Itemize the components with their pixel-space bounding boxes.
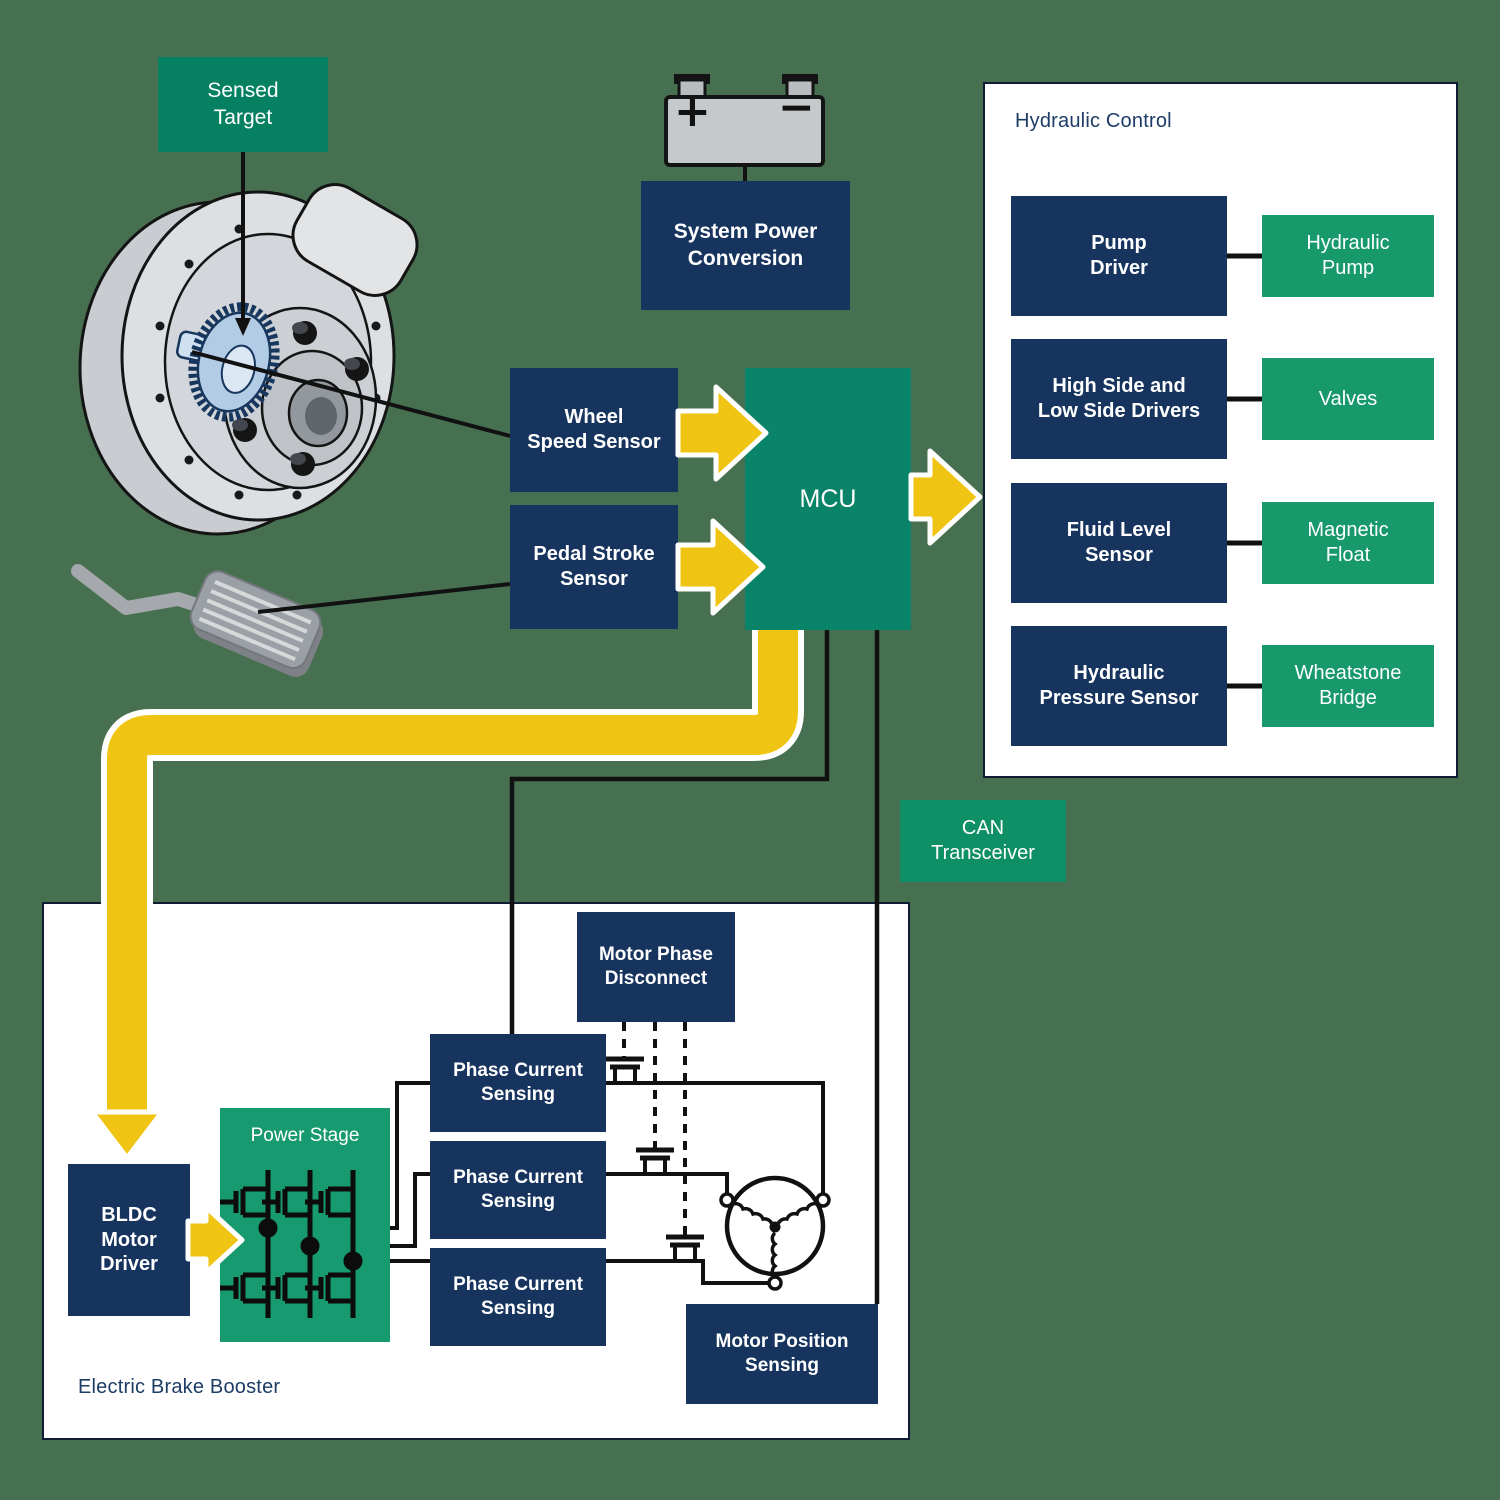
block-phase-current-sensing-3[interactable]: Phase Current Sensing (430, 1248, 606, 1346)
brake-disc-illustration (78, 183, 419, 536)
tone-ring-gear (188, 302, 280, 422)
battery-plus-sign: + (674, 86, 711, 137)
power-stage-label: Power Stage (250, 1125, 360, 1146)
brake-pedal-illustration (71, 564, 324, 677)
block-motor-position-sensing[interactable]: Motor Position Sensing (686, 1304, 878, 1404)
block-power-stage[interactable]: Power Stage (220, 1108, 390, 1342)
sensor-bracket (175, 330, 237, 368)
block-bldc-motor-driver[interactable]: BLDC Motor Driver (68, 1164, 190, 1316)
battery-minus-sign: − (778, 82, 815, 133)
block-can-transceiver[interactable]: CAN Transceiver (900, 800, 1066, 882)
block-pedal-stroke-sensor[interactable]: Pedal Stroke Sensor (510, 505, 678, 629)
block-system-power-conversion[interactable]: System Power Conversion (641, 181, 850, 310)
sensed-target-arrowhead (235, 318, 251, 336)
block-motor-phase-disconnect[interactable]: Motor Phase Disconnect (577, 912, 735, 1022)
block-hydraulic-pump[interactable]: Hydraulic Pump (1262, 215, 1434, 297)
block-high-low-side-drivers[interactable]: High Side and Low Side Drivers (1011, 339, 1227, 459)
block-fluid-level-sensor[interactable]: Fluid Level Sensor (1011, 483, 1227, 603)
block-valves[interactable]: Valves (1262, 358, 1434, 440)
block-mcu[interactable]: MCU (745, 368, 911, 630)
hydraulic-control-title: Hydraulic Control (1015, 110, 1172, 132)
block-wheel-speed-sensor[interactable]: Wheel Speed Sensor (510, 368, 678, 492)
rotor-holes (155, 224, 381, 500)
block-magnetic-float[interactable]: Magnetic Float (1262, 502, 1434, 584)
wheel-studs (232, 321, 369, 476)
block-wheatstone-bridge[interactable]: Wheatstone Bridge (1262, 645, 1434, 727)
block-pump-driver[interactable]: Pump Driver (1011, 196, 1227, 316)
brake-caliper (291, 183, 419, 297)
block-phase-current-sensing-2[interactable]: Phase Current Sensing (430, 1141, 606, 1239)
electric-brake-booster-title: Electric Brake Booster (78, 1376, 281, 1398)
block-sensed-target[interactable]: Sensed Target (158, 57, 328, 152)
block-phase-current-sensing-1[interactable]: Phase Current Sensing (430, 1034, 606, 1132)
block-hydraulic-pressure-sensor[interactable]: Hydraulic Pressure Sensor (1011, 626, 1227, 746)
mcu-to-hydraulic-arrow (908, 448, 983, 546)
